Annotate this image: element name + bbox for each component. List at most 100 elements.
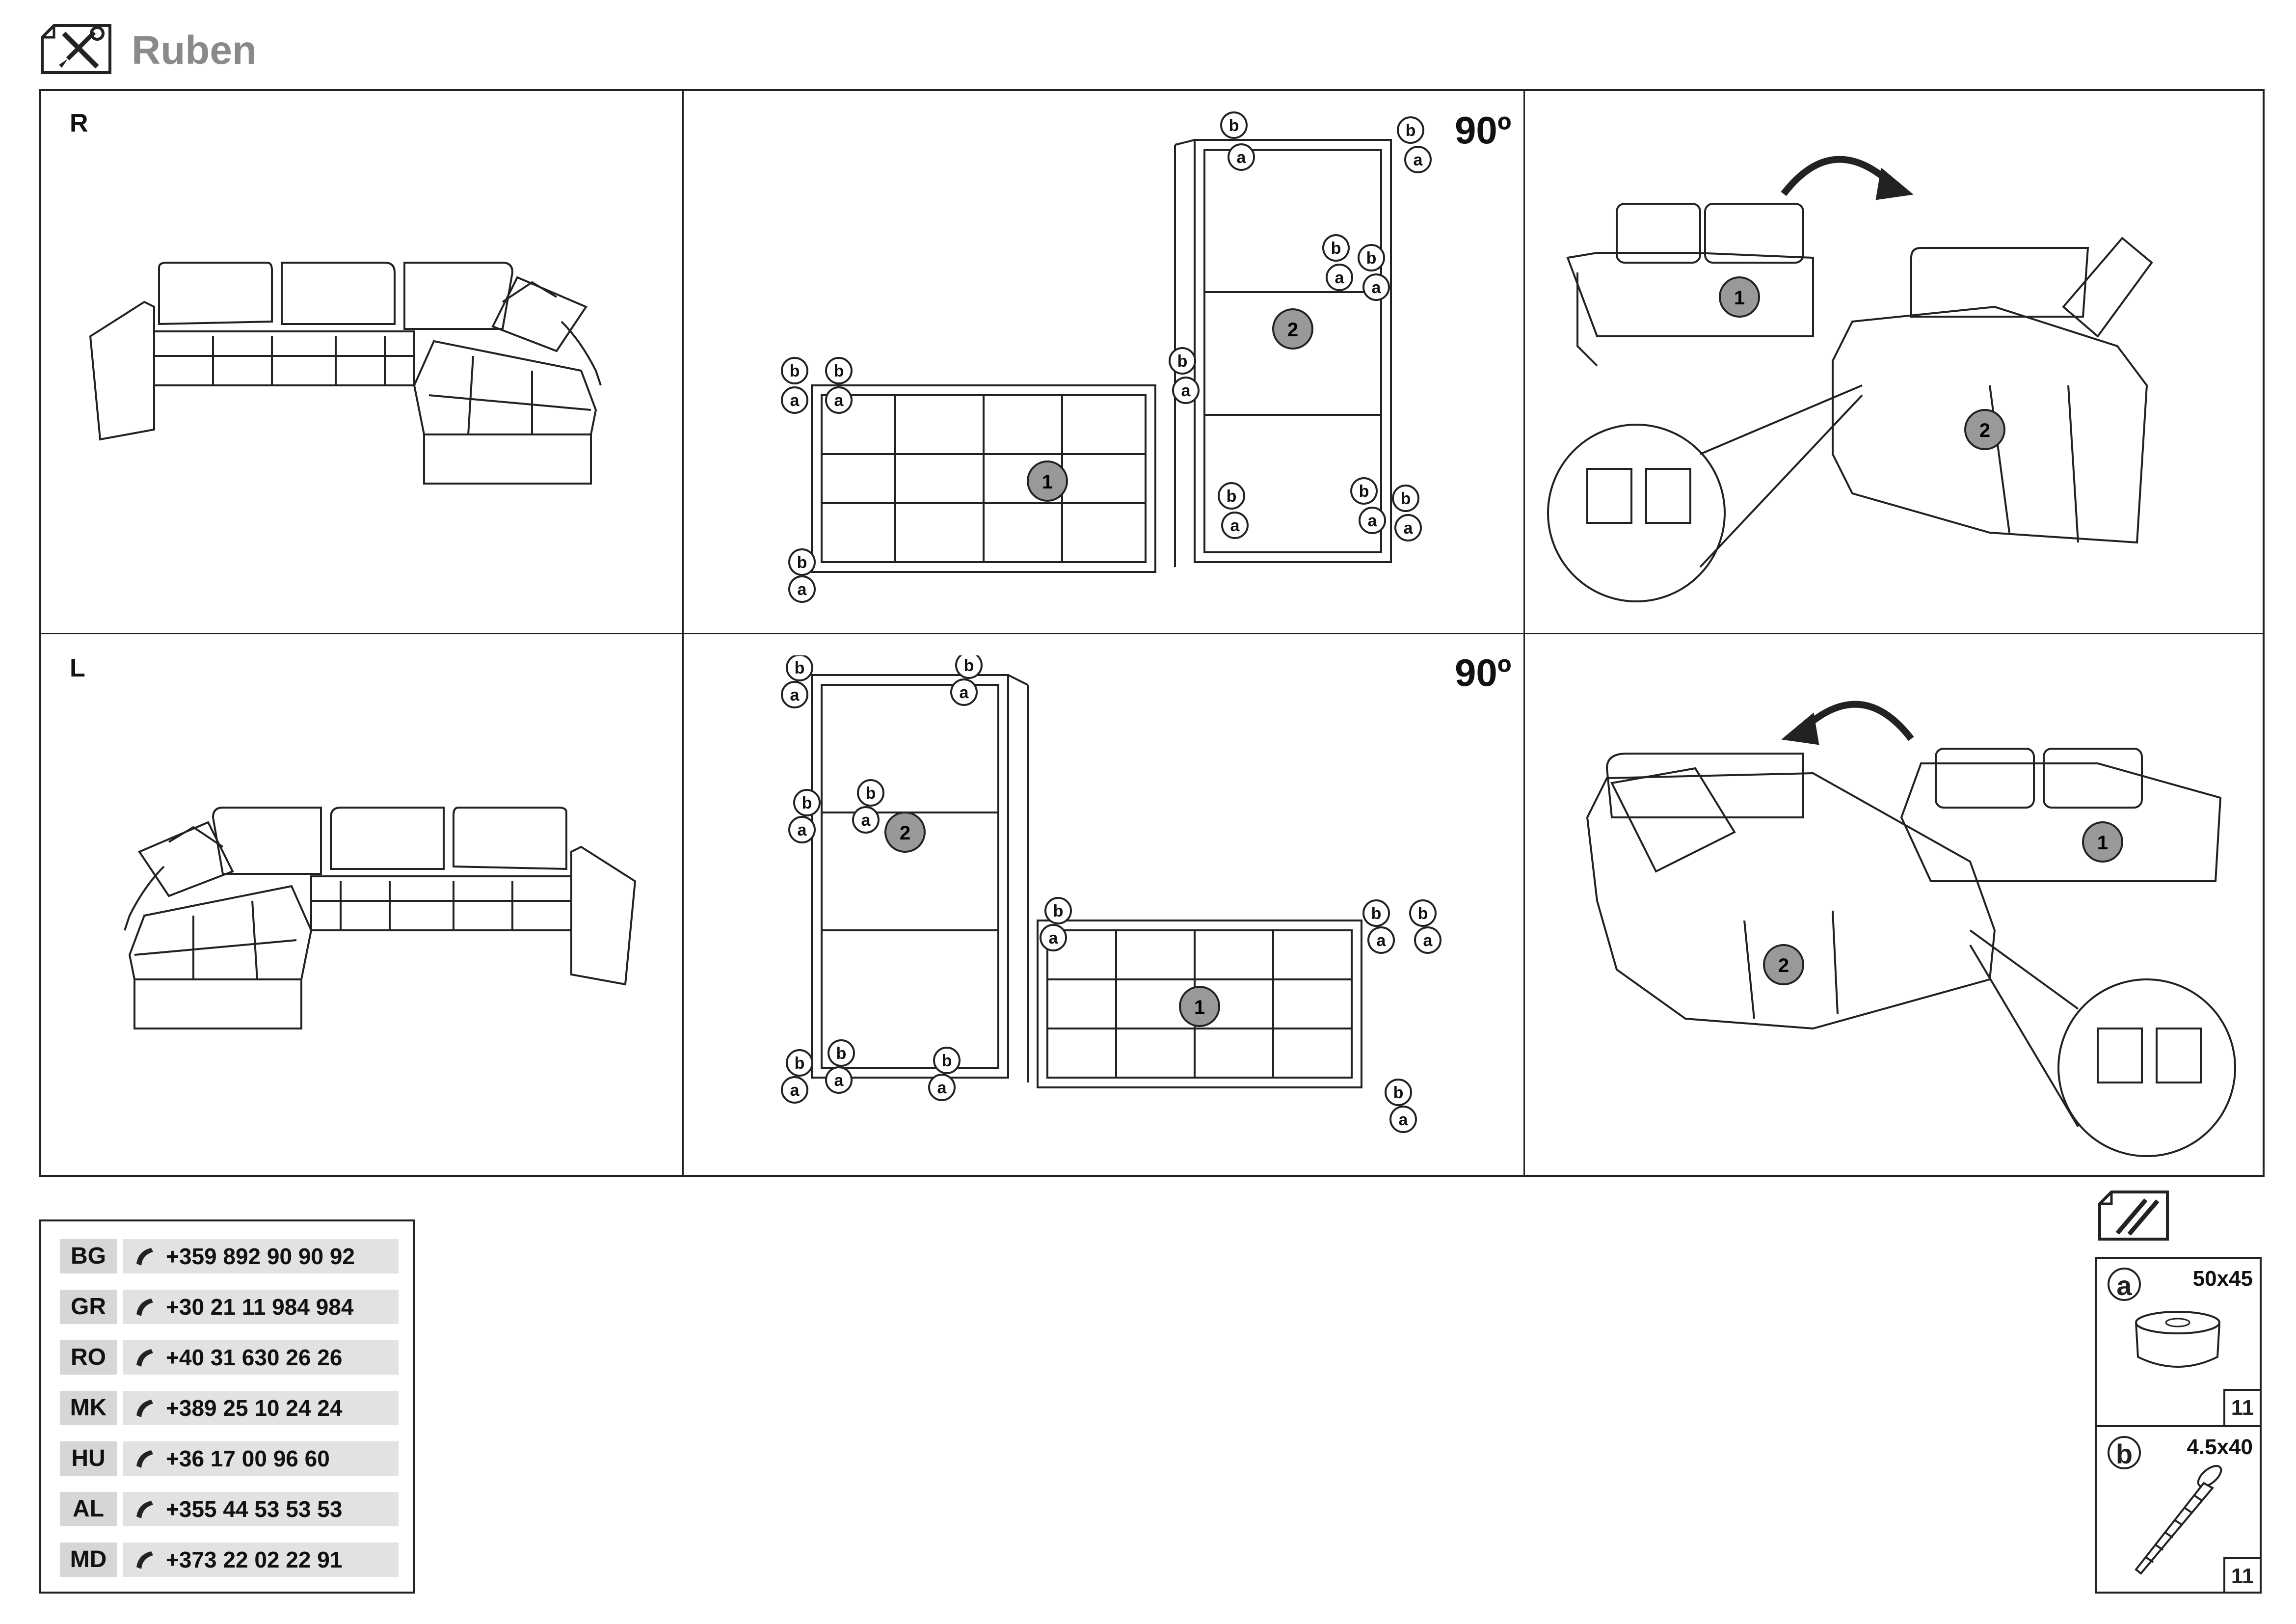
rotation-label: 90º: [1455, 108, 1512, 152]
svg-text:a: a: [1372, 278, 1382, 297]
hardware-quantity: 11: [2223, 1389, 2260, 1425]
hardware-letter: b: [2108, 1436, 2141, 1469]
svg-text:a: a: [834, 391, 844, 410]
hardware-size: 4.5x40: [2187, 1435, 2253, 1459]
svg-text:b: b: [1406, 121, 1416, 140]
contact-table: BG +359 892 90 90 92 GR +30 21 11 984 98…: [39, 1219, 415, 1594]
phone-number: +373 22 02 22 91: [166, 1547, 343, 1572]
phone-cell: +36 17 00 96 60: [123, 1441, 399, 1476]
svg-text:b: b: [1053, 902, 1064, 920]
module-number: 1: [1194, 997, 1205, 1018]
svg-text:b: b: [797, 553, 807, 572]
svg-text:b: b: [836, 1044, 847, 1063]
svg-text:b: b: [1331, 239, 1341, 258]
svg-text:a: a: [937, 1079, 947, 1097]
contact-row: HU +36 17 00 96 60: [60, 1441, 399, 1476]
svg-text:a: a: [1335, 269, 1345, 287]
svg-text:a: a: [798, 821, 807, 839]
tools-icon: [41, 24, 111, 74]
svg-text:b: b: [1418, 904, 1428, 923]
svg-text:b: b: [1177, 352, 1188, 371]
module-number: 2: [1778, 955, 1789, 976]
module-number: 1: [1042, 471, 1053, 493]
grid-divider: [41, 633, 2263, 634]
svg-text:a: a: [1237, 148, 1247, 167]
join-illustration-right: 1 2: [1547, 156, 2153, 602]
phone-number: +389 25 10 24 24: [166, 1395, 343, 1421]
hardware-list: a 50x45 11 b 4.5x40 11: [2095, 1257, 2262, 1594]
contact-row: BG +359 892 90 90 92: [60, 1239, 399, 1273]
module-number: 2: [900, 822, 910, 844]
svg-text:a: a: [1377, 931, 1387, 950]
svg-text:b: b: [802, 794, 812, 812]
contact-row: MK +389 25 10 24 24: [60, 1391, 399, 1425]
svg-text:b: b: [942, 1052, 952, 1070]
svg-text:a: a: [960, 683, 969, 702]
country-code: MD: [60, 1543, 117, 1577]
phone-cell: +30 21 11 984 984: [123, 1290, 399, 1324]
svg-text:a: a: [798, 580, 807, 599]
svg-text:a: a: [1230, 516, 1240, 535]
contact-row: MD +373 22 02 22 91: [60, 1543, 399, 1577]
phone-cell: +40 31 630 26 26: [123, 1340, 399, 1375]
country-code: HU: [60, 1441, 117, 1476]
svg-text:b: b: [964, 656, 974, 675]
rotation-label: 90º: [1455, 651, 1512, 694]
module-number: 2: [1287, 319, 1298, 341]
module-number: 1: [1734, 287, 1745, 309]
assembly-grid: R L: [39, 89, 2265, 1177]
phone-icon: [136, 1450, 153, 1468]
phone-cell: +355 44 53 53 53: [123, 1492, 399, 1526]
svg-text:b: b: [1401, 489, 1411, 508]
country-code: GR: [60, 1290, 117, 1324]
phone-number: +359 892 90 90 92: [166, 1244, 355, 1269]
svg-text:b: b: [1366, 249, 1377, 268]
svg-text:b: b: [1229, 116, 1239, 135]
page-title: Ruben: [132, 28, 257, 73]
join-illustration-left: 1 2: [1586, 701, 2236, 1157]
frames-illustration-left: 2 1 b a b a b a b a b a b a b a b a: [781, 655, 1442, 1133]
country-code: MK: [60, 1391, 117, 1425]
svg-text:b: b: [795, 1054, 805, 1073]
phone-number: +40 31 630 26 26: [166, 1345, 343, 1370]
svg-text:a: a: [790, 391, 800, 410]
phone-icon: [136, 1501, 153, 1518]
svg-text:b: b: [790, 362, 800, 380]
phone-icon: [136, 1400, 153, 1417]
svg-text:a: a: [790, 1081, 800, 1100]
phone-cell: +359 892 90 90 92: [123, 1239, 399, 1273]
svg-text:b: b: [795, 659, 805, 677]
sofa-illustration-left: [124, 807, 637, 1029]
phone-number: +36 17 00 96 60: [166, 1446, 330, 1471]
furniture-foot-icon: [2135, 1311, 2220, 1368]
contact-row: GR +30 21 11 984 984: [60, 1290, 399, 1324]
svg-text:b: b: [1227, 487, 1237, 506]
svg-text:a: a: [834, 1071, 844, 1090]
phone-cell: +389 25 10 24 24: [123, 1391, 399, 1425]
phone-number: +355 44 53 53 53: [166, 1496, 343, 1522]
svg-text:b: b: [866, 784, 876, 803]
phone-icon: [136, 1248, 153, 1266]
svg-text:b: b: [834, 362, 844, 380]
hardware-quantity: 11: [2223, 1557, 2260, 1594]
module-number: 2: [1979, 420, 1990, 441]
svg-text:a: a: [1404, 519, 1414, 538]
phone-cell: +373 22 02 22 91: [123, 1543, 399, 1577]
svg-text:a: a: [1423, 931, 1433, 950]
svg-text:a: a: [1049, 929, 1059, 947]
svg-text:b: b: [1393, 1083, 1404, 1102]
country-code: AL: [60, 1492, 117, 1526]
svg-text:a: a: [1181, 381, 1191, 400]
screw-icon: [2135, 1465, 2222, 1575]
country-code: BG: [60, 1239, 117, 1273]
contact-row: AL +355 44 53 53 53: [60, 1492, 399, 1526]
svg-text:b: b: [1359, 482, 1369, 501]
screws-icon: [2098, 1191, 2169, 1241]
svg-text:a: a: [1399, 1110, 1409, 1129]
country-code: RO: [60, 1340, 117, 1375]
phone-icon: [136, 1299, 153, 1316]
sofa-illustration-right: [89, 262, 602, 485]
row-label-r: R: [70, 109, 88, 137]
svg-text:a: a: [861, 811, 871, 830]
